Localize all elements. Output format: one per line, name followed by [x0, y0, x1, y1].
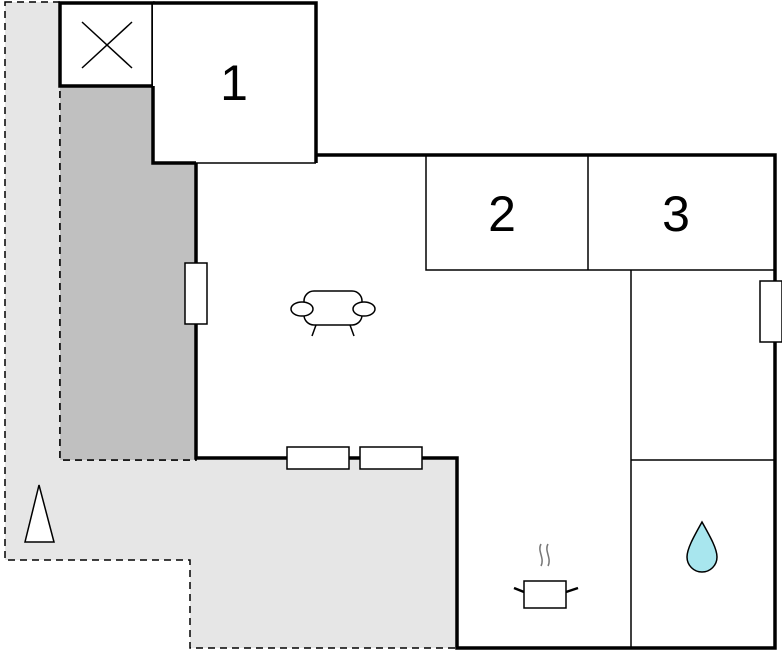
room-2-label: 2: [488, 186, 516, 242]
covered-terrace-area: [59, 85, 197, 461]
exterior-walls: [194, 153, 777, 650]
north-arrow-icon: [24, 484, 55, 543]
room-3-label: 3: [662, 186, 690, 242]
window-south-2: [359, 446, 423, 470]
room-1: [153, 3, 316, 163]
storage-cross-icon: [58, 1, 155, 88]
cooking-pot-icon: [513, 543, 579, 609]
water-drop-icon: [686, 520, 718, 573]
window-west: [184, 262, 208, 325]
interior-walls: [425, 155, 775, 648]
room-1-label: 1: [220, 55, 248, 111]
windows: [184, 262, 782, 470]
window-east: [759, 280, 782, 343]
sofa-icon: [290, 290, 376, 337]
window-south-1: [286, 446, 350, 470]
room-1-walls: [151, 1, 318, 165]
